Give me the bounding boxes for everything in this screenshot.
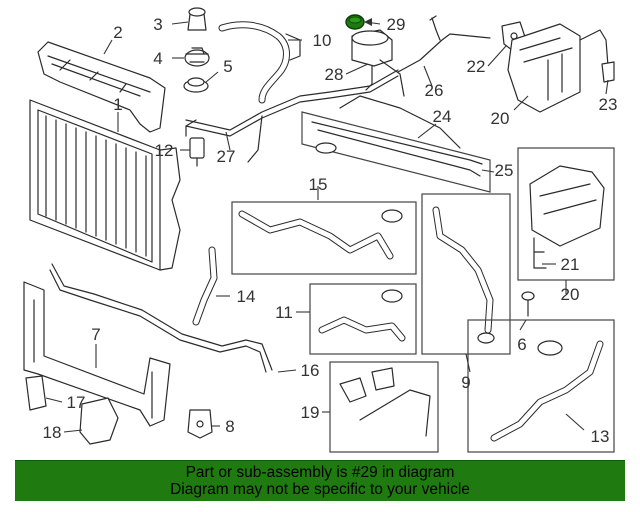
callout-9: 9 xyxy=(461,373,470,392)
callout-23: 23 xyxy=(599,95,618,114)
part-3-fitting xyxy=(187,7,207,31)
callout-25: 25 xyxy=(495,161,514,180)
callout-21: 21 xyxy=(561,255,580,274)
part-28-reservoir xyxy=(351,29,405,97)
callout-15: 15 xyxy=(309,175,328,194)
callout-20-lower: 20 xyxy=(561,285,580,304)
part-20-expansion-tank-lower xyxy=(517,147,615,281)
callout-8: 8 xyxy=(225,417,234,436)
part-26-bleed-hose xyxy=(397,15,491,73)
callout-numbers: 2 1 3 4 5 6 7 8 9 10 11 12 13 14 15 16 1… xyxy=(43,15,618,446)
part-2-radiator-support xyxy=(37,41,166,133)
callout-5: 5 xyxy=(223,57,232,76)
banner-disclaimer-line: Diagram may not be specific to your vehi… xyxy=(170,481,470,498)
part-16-pipe xyxy=(49,263,273,373)
part-13-lower-hose-group xyxy=(467,319,615,453)
callout-19: 19 xyxy=(301,403,320,422)
callout-10: 10 xyxy=(313,31,332,50)
part-11-hose-group xyxy=(309,283,417,355)
callout-3: 3 xyxy=(153,15,162,34)
part-12-sensor xyxy=(185,119,205,167)
callout-13: 13 xyxy=(591,427,610,446)
callout-29-arrowhead xyxy=(364,18,372,26)
callout-11: 11 xyxy=(275,303,293,322)
part-18-bracket xyxy=(79,397,119,445)
callout-18: 18 xyxy=(43,423,62,442)
part-8-mount xyxy=(187,409,213,439)
part-15-hose-group xyxy=(231,201,417,275)
part-9-hose-group xyxy=(421,193,511,355)
part-10-upper-hose xyxy=(218,21,301,104)
callout-leaders xyxy=(45,21,609,433)
callout-27: 27 xyxy=(217,147,236,166)
callout-6: 6 xyxy=(517,335,526,354)
part-17-bracket xyxy=(25,375,47,411)
callout-26: 26 xyxy=(425,81,444,100)
part-20-expansion-tank-upper xyxy=(507,23,609,113)
callout-22: 22 xyxy=(467,57,486,76)
callout-12: 12 xyxy=(155,141,174,160)
callout-16: 16 xyxy=(301,361,320,380)
callout-2: 2 xyxy=(113,23,122,42)
callout-7: 7 xyxy=(91,325,100,344)
callout-4: 4 xyxy=(153,49,162,68)
banner-part-line: Part or sub-assembly is #29 in diagram xyxy=(185,464,455,481)
part-5-grommet xyxy=(183,77,209,93)
part-14-hose xyxy=(192,246,218,326)
callout-20-upper: 20 xyxy=(491,109,510,128)
part-4-cap xyxy=(184,47,210,67)
part-7-frame xyxy=(23,281,171,427)
part-23-clip xyxy=(601,61,615,83)
part-29-cap-highlighted xyxy=(345,14,365,30)
part-1-radiator xyxy=(29,99,181,271)
callout-29: 29 xyxy=(387,15,406,34)
part-notice-banner: Part or sub-assembly is #29 in diagram D… xyxy=(15,460,625,501)
callout-24: 24 xyxy=(433,107,452,126)
callout-1: 1 xyxy=(113,95,122,114)
callout-14: 14 xyxy=(237,287,256,306)
part-6-bolt xyxy=(521,291,535,317)
callout-28: 28 xyxy=(325,65,344,84)
part-19-clip-group xyxy=(329,361,439,453)
callout-17: 17 xyxy=(67,393,86,412)
part-24-25-group xyxy=(301,95,491,193)
part-21-sensor xyxy=(533,237,547,269)
